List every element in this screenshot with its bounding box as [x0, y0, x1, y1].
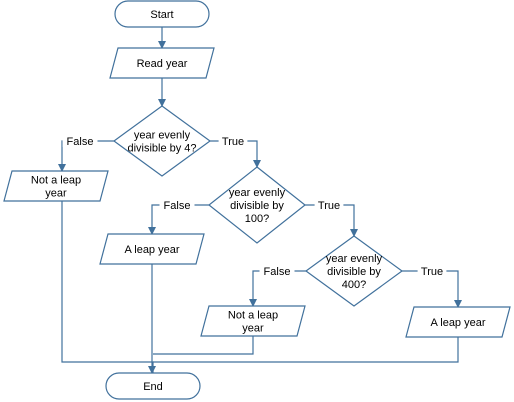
node-label-line: divisible by 4? [127, 143, 196, 155]
node-label-line: year evenly [326, 253, 383, 265]
edge-label-true: True [318, 200, 340, 212]
node-label-line: 400? [342, 279, 366, 291]
node-leap1: A leap year [99, 233, 205, 265]
decision-diamond [304, 235, 404, 307]
edge-label-bg [159, 198, 195, 211]
node-label-line: 100? [245, 213, 269, 225]
io-parallelogram [405, 306, 511, 338]
node-label-line: Start [150, 9, 173, 21]
node-leap2: A leap year [405, 306, 511, 338]
node-label-line: A leap year [430, 317, 485, 329]
node-label-line: divisible by [230, 200, 284, 212]
edge-label-true: True [222, 136, 244, 148]
edge-notleap1-to-end [61, 201, 154, 373]
node-end: End [105, 372, 201, 400]
io-parallelogram [99, 233, 205, 265]
edge-label-bg [314, 198, 344, 211]
node-read: Read year [109, 47, 215, 79]
node-label-line: Not a leap [31, 175, 81, 187]
edge-notleap2-to-end [153, 336, 254, 355]
edge-label-bg [417, 264, 447, 277]
node-label-line: year [242, 323, 264, 335]
node-label-line: divisible by [327, 266, 381, 278]
edge-label-false: False [264, 266, 291, 278]
node-label-line: End [143, 381, 163, 393]
edge-label-false: False [164, 200, 191, 212]
node-label-line: year evenly [134, 130, 191, 142]
edge-label-bg [259, 264, 295, 277]
node-label-line: year [45, 188, 67, 200]
node-label-line: Read year [137, 58, 188, 70]
decision-diamond [112, 105, 212, 177]
edge-label-false: False [67, 136, 94, 148]
io-parallelogram [109, 47, 215, 79]
edge-label-bg [62, 134, 98, 147]
edge-label-true: True [421, 266, 443, 278]
node-label-line: year evenly [229, 187, 286, 199]
node-label-line: Not a leap [228, 310, 278, 322]
node-label-line: A leap year [124, 244, 179, 256]
edge-label-bg [218, 134, 248, 147]
node-start: Start [114, 0, 210, 28]
io-parallelogram [3, 170, 109, 202]
io-parallelogram [200, 305, 306, 337]
edge-leap2-to-end [153, 337, 459, 363]
decision-diamond [208, 166, 306, 244]
terminator-shape [105, 372, 201, 400]
terminator-shape [114, 0, 210, 28]
